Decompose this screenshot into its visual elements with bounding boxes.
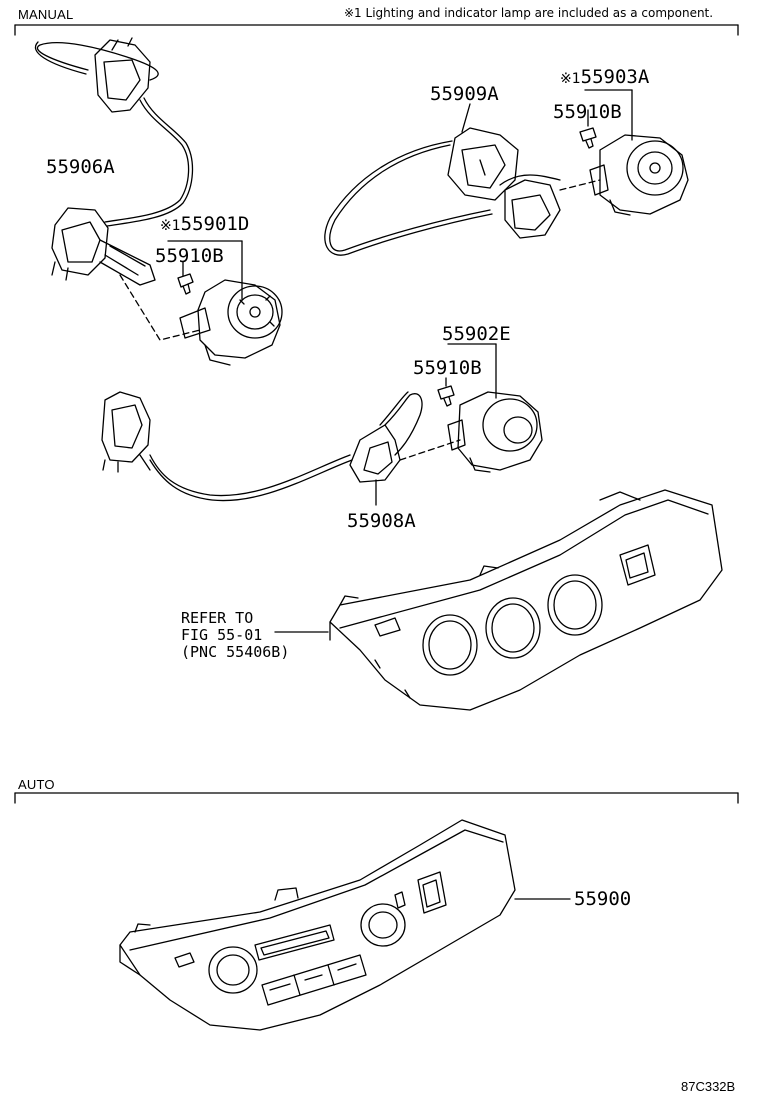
knob-55902E bbox=[447, 391, 543, 473]
reference-line-2: FIG 55-01 bbox=[181, 626, 263, 644]
leader-55901D bbox=[167, 240, 243, 301]
part-label-55910B-b[interactable]: 55910B bbox=[553, 101, 622, 123]
part-label-55910B-c[interactable]: 55910B bbox=[413, 357, 482, 379]
part-number: 55901D bbox=[180, 213, 250, 235]
illustration-code: 87C332B bbox=[681, 1079, 736, 1094]
figure-reference[interactable]: REFER TO FIG 55-01 (PNC 55406B) bbox=[181, 610, 289, 661]
section-bracket-manual bbox=[14, 24, 739, 36]
part-label-55900[interactable]: 55900 bbox=[574, 888, 632, 910]
knob-55903A bbox=[589, 134, 689, 216]
cable-55908A bbox=[101, 391, 461, 502]
part-label-55908A[interactable]: 55908A bbox=[347, 510, 416, 532]
reference-line-3: (PNC 55406B) bbox=[181, 643, 290, 661]
part-label-55910B-a[interactable]: 55910B bbox=[155, 245, 224, 267]
section-label-auto: AUTO bbox=[18, 777, 55, 792]
part-label-55909A[interactable]: 55909A bbox=[430, 83, 499, 105]
panel-auto bbox=[119, 819, 571, 1031]
leader-55903A bbox=[461, 89, 633, 141]
part-label-55903A[interactable]: ※155903A bbox=[560, 68, 649, 87]
component-mark: ※1 bbox=[560, 71, 581, 87]
screw-55910B-a bbox=[177, 273, 194, 295]
screw-55910B-b bbox=[579, 127, 597, 149]
part-label-55902E[interactable]: 55902E bbox=[442, 323, 511, 345]
component-note: ※1 Lighting and indicator lamp are inclu… bbox=[344, 6, 714, 20]
screw-55910B-c bbox=[437, 385, 455, 407]
part-number: 55903A bbox=[580, 66, 650, 88]
part-label-55901D[interactable]: ※155901D bbox=[160, 215, 249, 234]
component-mark: ※1 bbox=[160, 218, 181, 234]
section-label-manual: MANUAL bbox=[18, 7, 74, 22]
cable-55906A bbox=[34, 37, 201, 341]
reference-line-1: REFER TO bbox=[181, 609, 254, 627]
part-label-55906A[interactable]: 55906A bbox=[46, 156, 115, 178]
knob-55901D bbox=[179, 279, 283, 366]
panel-manual bbox=[274, 489, 723, 711]
leader-55902E bbox=[375, 343, 497, 506]
section-bracket-auto bbox=[14, 792, 739, 804]
cable-55909A bbox=[324, 127, 601, 256]
